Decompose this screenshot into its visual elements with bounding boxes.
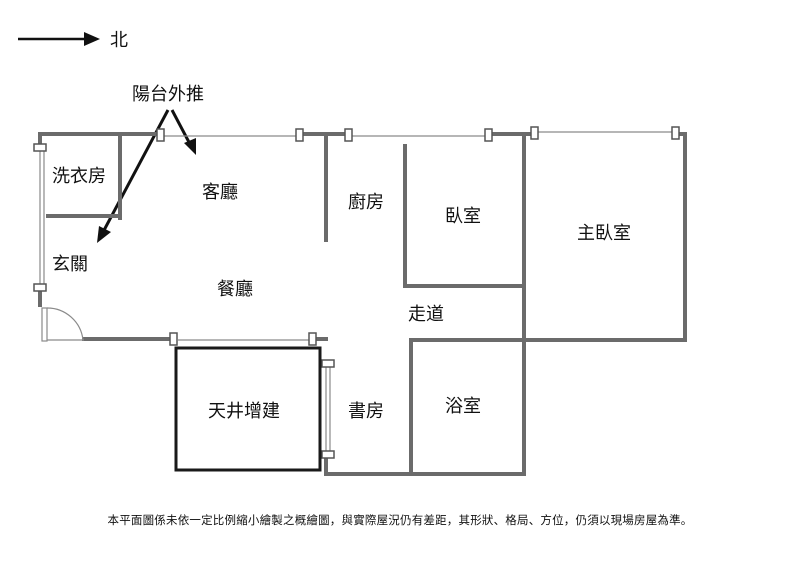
room-kitchen: 廚房 bbox=[348, 191, 384, 213]
balcony-note: 陽台外推 bbox=[132, 84, 204, 105]
room-dining: 餐廳 bbox=[217, 279, 253, 300]
room-living: 客廳 bbox=[202, 182, 238, 203]
north-label: 北 bbox=[110, 30, 128, 51]
room-master-bedroom: 主臥室 bbox=[577, 223, 631, 244]
window-markers bbox=[33, 126, 680, 459]
room-entrance: 玄關 bbox=[52, 254, 88, 275]
room-study: 書房 bbox=[348, 401, 384, 422]
room-bedroom: 臥室 bbox=[445, 206, 481, 227]
balcony-arrows bbox=[97, 109, 196, 243]
room-skylight: 天井增建 bbox=[208, 401, 280, 422]
disclaimer-note: 本平面圖係未依一定比例縮小繪製之概繪圖，與實際屋況仍有差距，其形狀、格局、方位，… bbox=[107, 513, 693, 527]
window-lines bbox=[39, 131, 676, 455]
north-arrow bbox=[18, 32, 100, 46]
walls bbox=[38, 132, 687, 476]
room-laundry: 洗衣房 bbox=[52, 166, 106, 187]
room-corridor: 走道 bbox=[408, 304, 444, 325]
entrance-door bbox=[41, 307, 84, 342]
room-bathroom: 浴室 bbox=[445, 396, 481, 417]
skylight-extension bbox=[174, 346, 322, 472]
